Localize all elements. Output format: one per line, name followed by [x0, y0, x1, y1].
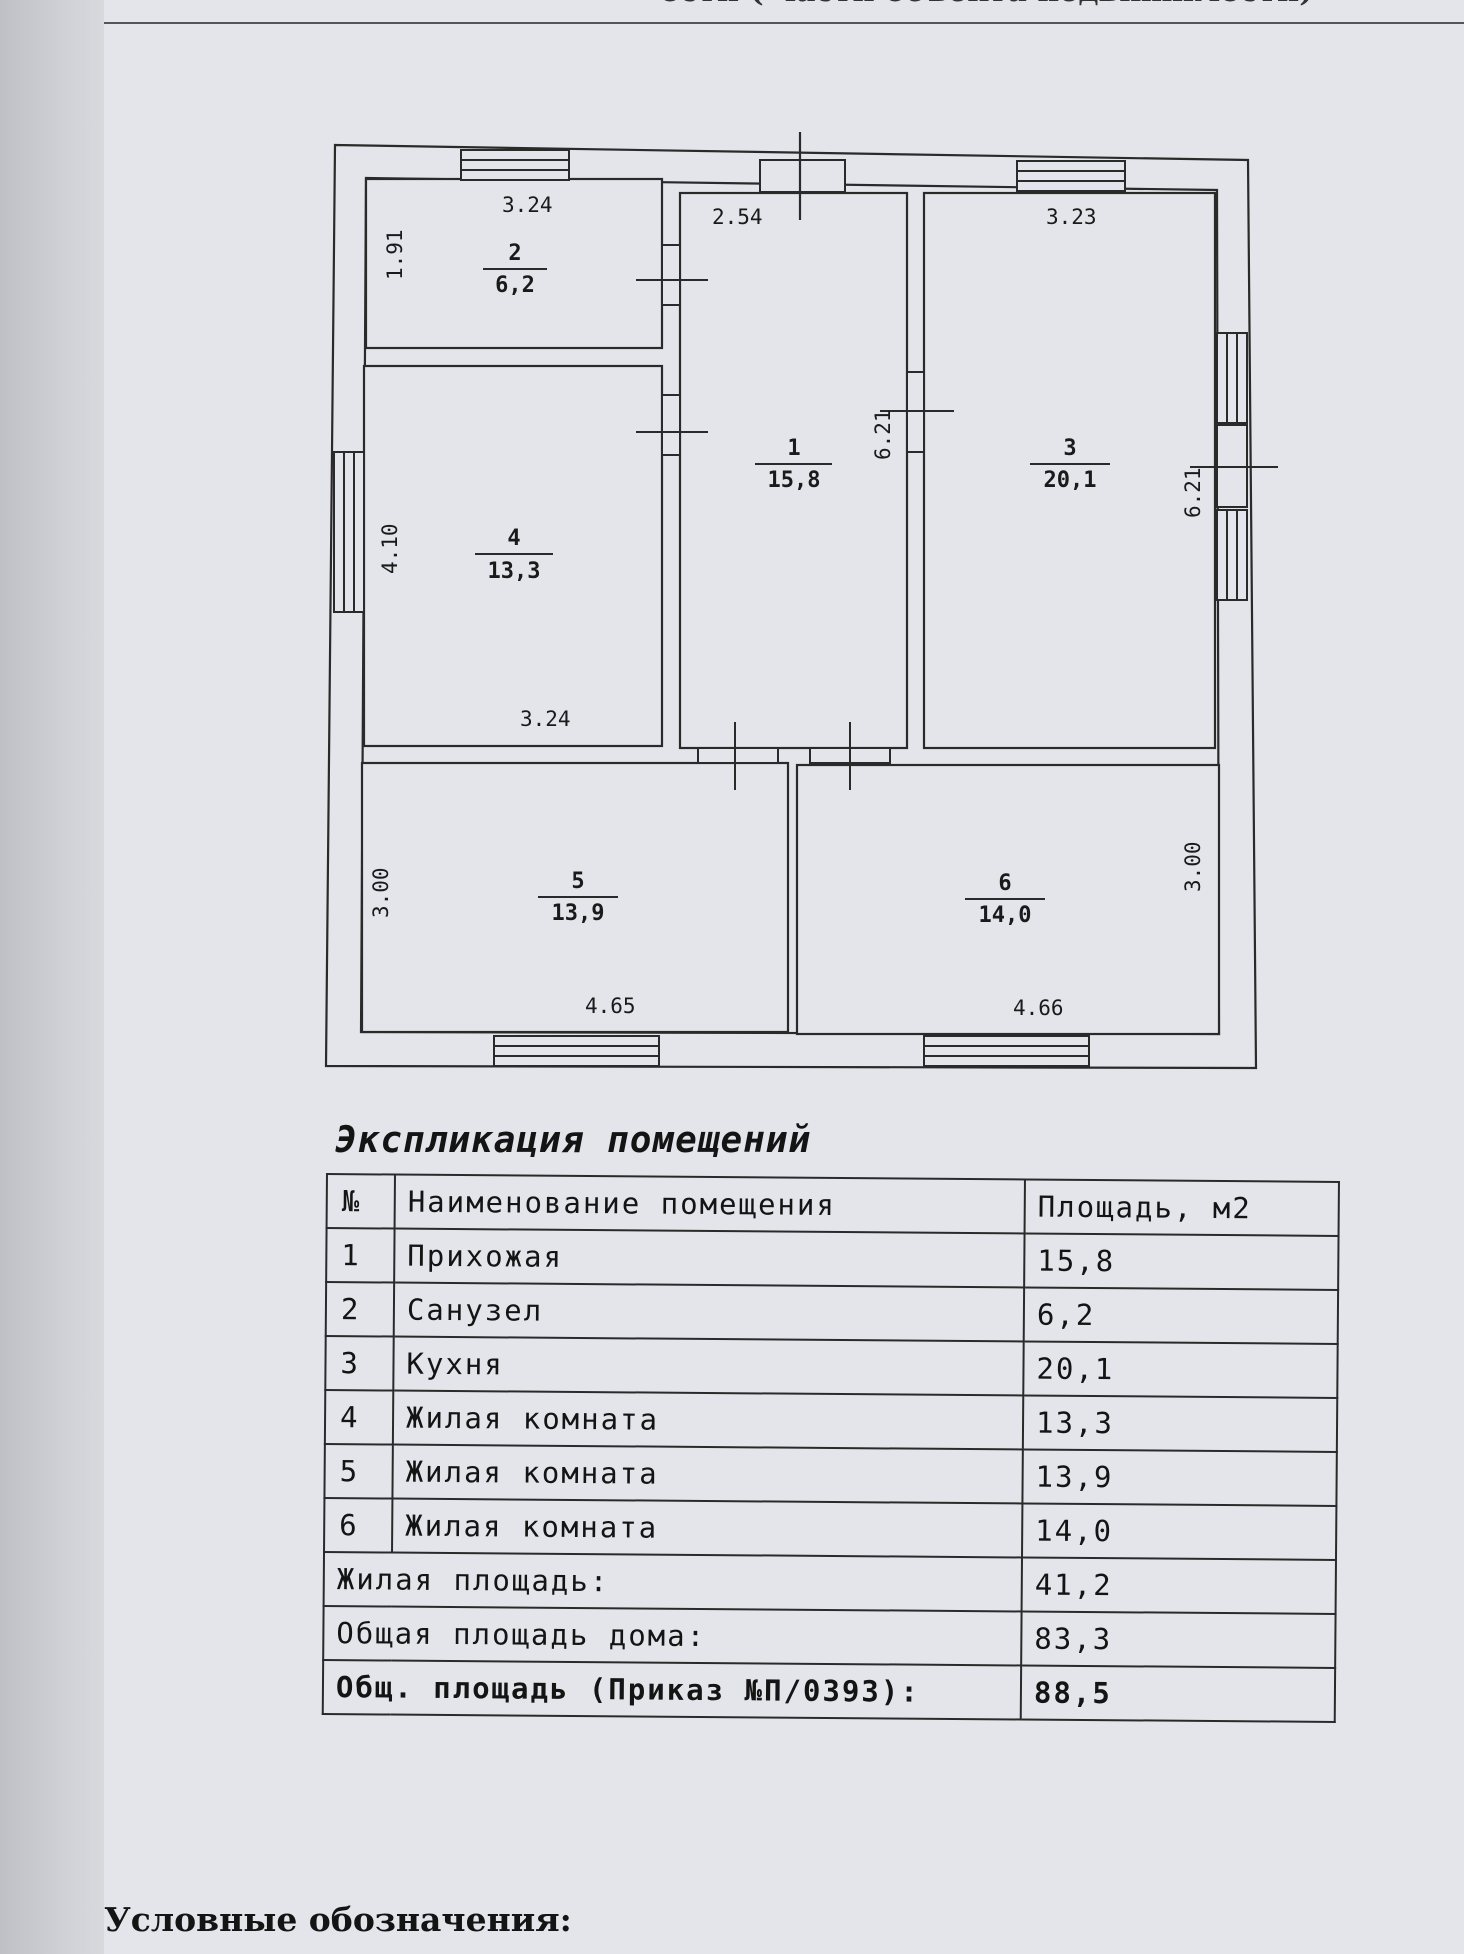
dim-room2-length: 1.91 [383, 229, 407, 280]
door-room4 [636, 394, 708, 456]
summary-value: 88,5 [1020, 1665, 1336, 1722]
window-bottom-room6 [923, 1035, 1090, 1067]
dim-room6-length: 3.00 [1181, 841, 1205, 892]
summary-label: Общая площадь дома: [323, 1605, 1022, 1666]
row-name: Жилая комната [392, 1498, 1023, 1558]
dim-room5-length: 3.00 [369, 867, 393, 918]
table-header-row: № Наименование помещения Площадь, м2 [326, 1174, 1339, 1236]
dim-room1-length: 6.21 [871, 409, 895, 460]
summary-row-order-area: Общ. площадь (Приказ №П/0393): 88,5 [322, 1659, 1336, 1722]
door-room5 [697, 722, 779, 790]
row-num: 4 [324, 1390, 394, 1445]
row-num: 3 [325, 1336, 394, 1391]
summary-label: Общ. площадь (Приказ №П/0393): [322, 1659, 1022, 1720]
window-bottom-room5 [493, 1035, 660, 1067]
table-row: 2 Санузел 6,2 [325, 1282, 1339, 1344]
row-name: Жилая комната [392, 1444, 1023, 1504]
door-exterior-right [1190, 424, 1278, 508]
row-num: 2 [325, 1282, 395, 1337]
room-4-area: 13,3 [488, 559, 541, 584]
row-area: 13,9 [1022, 1449, 1337, 1506]
window-top-room3 [1016, 160, 1126, 192]
window-top-room2 [460, 149, 570, 181]
room-3-number: 3 [1063, 436, 1076, 461]
table-row: 1 Прихожая 15,8 [326, 1228, 1339, 1290]
row-num: 6 [324, 1497, 393, 1553]
row-name: Прихожая [394, 1228, 1025, 1288]
room-1-number: 1 [787, 436, 800, 461]
dim-room3-width: 3.23 [1046, 205, 1097, 229]
summary-row-living-area: Жилая площадь: 41,2 [323, 1551, 1336, 1614]
row-area: 15,8 [1024, 1233, 1339, 1290]
dim-room4-width: 3.24 [520, 707, 571, 731]
summary-value: 41,2 [1021, 1557, 1336, 1614]
row-area: 6,2 [1023, 1287, 1339, 1344]
header-name: Наименование помещения [394, 1174, 1025, 1234]
legend-title: Условные обозначения: [104, 1900, 572, 1939]
table-row: 3 Кухня 20,1 [325, 1336, 1338, 1398]
dim-room6-width: 4.66 [1013, 996, 1064, 1020]
room-1-outline [678, 191, 909, 750]
door-room2 [636, 244, 708, 306]
room-4-outline [362, 364, 664, 748]
room-1-area: 15,8 [768, 468, 821, 493]
header-area: Площадь, м2 [1024, 1179, 1339, 1236]
dim-room3-length: 6.21 [1181, 467, 1205, 518]
summary-label: Жилая площадь: [323, 1551, 1023, 1612]
dim-room4-length: 4.10 [378, 523, 402, 574]
room-6-area: 14,0 [979, 903, 1032, 928]
window-right-room3-upper [1216, 332, 1248, 424]
room-5-number: 5 [571, 869, 584, 894]
header-rule [104, 22, 1464, 24]
door-entrance [759, 132, 846, 220]
room-3-area: 20,1 [1044, 468, 1097, 493]
table-row: 5 Жилая комната 13,9 [324, 1443, 1337, 1506]
floor-plan: 2 6,2 1 15,8 3 20,1 4 13,3 5 13,9 6 14,0… [324, 132, 1278, 1070]
row-name: Санузел [393, 1282, 1025, 1342]
outer-wall-outer [324, 143, 1258, 1070]
explication-table: № Наименование помещения Площадь, м2 1 П… [322, 1173, 1340, 1723]
dim-room2-width: 3.24 [502, 193, 553, 217]
room-2-number: 2 [508, 241, 521, 266]
row-area: 20,1 [1023, 1341, 1338, 1398]
room-5-area: 13,9 [552, 901, 605, 926]
row-num: 1 [326, 1228, 395, 1283]
room-3-outline [922, 191, 1217, 750]
header-fragment: ости ( части объекта недвижимости) [660, 0, 1420, 18]
row-name: Кухня [393, 1336, 1024, 1396]
door-room3 [880, 371, 954, 453]
room-2-area: 6,2 [495, 273, 535, 298]
explication-title: Экспликация помещений [335, 1120, 812, 1161]
window-left-room4 [333, 451, 365, 613]
header-num: № [326, 1174, 395, 1229]
row-area: 14,0 [1022, 1503, 1337, 1560]
window-right-room3-lower [1216, 509, 1248, 601]
summary-row-total-area: Общая площадь дома: 83,3 [323, 1605, 1336, 1668]
dim-room1-width: 2.54 [712, 205, 763, 229]
door-room6 [809, 722, 891, 790]
page-shadow [0, 0, 110, 1954]
row-area: 13,3 [1022, 1395, 1338, 1452]
room-6-number: 6 [998, 871, 1011, 896]
row-name: Жилая комната [392, 1390, 1024, 1450]
dim-room5-width: 4.65 [585, 994, 636, 1018]
summary-value: 83,3 [1021, 1611, 1336, 1668]
room-4-number: 4 [507, 526, 520, 551]
row-num: 5 [324, 1443, 393, 1499]
table-row: 6 Жилая комната 14,0 [324, 1497, 1337, 1560]
table-row: 4 Жилая комната 13,3 [324, 1390, 1338, 1452]
